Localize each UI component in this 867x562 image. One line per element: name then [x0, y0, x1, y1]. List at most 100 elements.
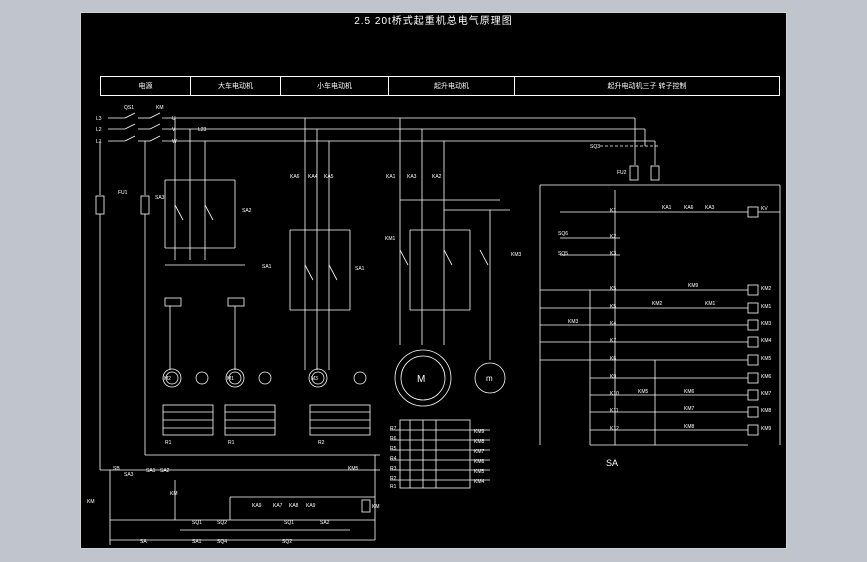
label-motor-m-small: m [486, 374, 493, 383]
label-motor-m3: M3 [311, 376, 318, 382]
label-km-main: KM [156, 105, 164, 111]
label-k3: K3 [610, 251, 616, 257]
label-coil-kv: KV [761, 206, 768, 212]
label-motor-m1: M1 [227, 376, 234, 382]
label-k5-b: K5 [610, 304, 616, 310]
label-k7: K7 [610, 338, 616, 344]
label-ctrl-ka6: KA6 [684, 205, 694, 211]
label-sa2: SA2 [242, 208, 252, 214]
label-k12: K12 [610, 426, 619, 432]
label-bus-u: U [172, 116, 176, 122]
label-k9: K9 [610, 374, 616, 380]
label-hoist-km6: KM6 [474, 459, 485, 465]
label-ctrl-km7: KM7 [684, 406, 695, 412]
label-sa: SA [606, 458, 618, 468]
drawing-canvas [80, 12, 787, 549]
label-bottom-km5: KM5 [348, 466, 359, 472]
label-hoist-km7: KM7 [474, 449, 485, 455]
label-bus-v: V [172, 127, 176, 133]
label-fu2: FU2 [617, 170, 627, 176]
label-l3: L3 [96, 116, 102, 122]
label-r1-b: R1 [228, 440, 235, 446]
label-km1: KM1 [385, 236, 396, 242]
label-ctrl-km9: KM9 [688, 283, 699, 289]
label-ctrl-km5: KM5 [638, 389, 649, 395]
label-bottom-sa2: SA2 [160, 468, 170, 474]
label-sa1-left: SA1 [262, 264, 272, 270]
label-coil-km3: KM3 [761, 321, 772, 327]
label-bottom-km-right: KM [372, 504, 380, 510]
label-bottom-ka9-b: KA9 [306, 503, 316, 509]
label-hoist-r1: R1 [390, 484, 397, 490]
label-ctrl-km3: KM3 [568, 319, 579, 325]
header-cell-hoist-motor: 起升电动机 [389, 77, 515, 95]
label-coil-km1: KM1 [761, 304, 772, 310]
label-k4: K4 [610, 321, 616, 327]
label-km3: KM3 [511, 252, 522, 258]
label-bottom-ka7: KA7 [273, 503, 283, 509]
label-k11: K11 [610, 408, 619, 414]
label-k2: K2 [610, 234, 616, 240]
label-ka4: KA4 [308, 174, 318, 180]
label-hoist-r3: R3 [390, 466, 397, 472]
label-ka6: KA6 [290, 174, 300, 180]
label-sa4: SA3 [155, 195, 165, 201]
label-ctrl-km6: KM6 [684, 389, 695, 395]
label-ctrl-ka1: KA1 [662, 205, 672, 211]
label-coil-km5: KM5 [761, 356, 772, 362]
label-hoist-r2: R2 [390, 476, 397, 482]
label-hoist-km8: KM8 [474, 439, 485, 445]
label-hoist-km5: KM5 [474, 469, 485, 475]
label-motor-m2: M2 [164, 376, 171, 382]
label-hoist-km4: KM4 [474, 479, 485, 485]
label-sa1-right: SA1 [355, 266, 365, 272]
label-bottom-ka8: KA8 [289, 503, 299, 509]
header-cell-hoist-rotor-control: 起升电动机三子 转子控制 [607, 83, 687, 90]
label-bottom-sa2-b: SA2 [320, 520, 330, 526]
label-k5-a: K5 [610, 286, 616, 292]
label-ka1: KA1 [386, 174, 396, 180]
header-cell-trolley-motor: 小车电动机 [281, 77, 389, 95]
label-bottom-sa: SA [140, 539, 147, 545]
label-l2: L2 [96, 127, 102, 133]
label-motor-m: M [417, 374, 425, 385]
label-bottom-sa3: SA3 [124, 472, 134, 478]
label-bottom-sq4: SQ4 [217, 539, 227, 545]
label-hoist-r4: R4 [390, 456, 397, 462]
label-sq5: SQ5 [558, 251, 568, 257]
label-k10: K10 [610, 391, 619, 397]
label-bottom-sa1: SA1 [146, 468, 156, 474]
label-ctrl-km8: KM8 [684, 424, 695, 430]
label-hoist-r5: R5 [390, 446, 397, 452]
header-bar: 电源 大车电动机 小车电动机 起升电动机 起升电动机三子 转子控制 [100, 76, 780, 96]
label-r2: R2 [318, 440, 325, 446]
label-fu1: FU1 [118, 190, 128, 196]
label-coil-km7: KM7 [761, 391, 772, 397]
label-bottom-sq1-a: SQ1 [192, 520, 202, 526]
label-ctrl-km1: KM1 [705, 301, 716, 307]
label-ctrl-ka3: KA3 [705, 205, 715, 211]
label-k6: K6 [610, 356, 616, 362]
label-sq3: SQ3 [590, 144, 600, 150]
label-hoist-r6: R6 [390, 436, 397, 442]
label-coil-km8: KM8 [761, 408, 772, 414]
label-ka3: KA3 [407, 174, 417, 180]
label-ctrl-km2: KM2 [652, 301, 663, 307]
label-k1: K1 [610, 208, 616, 214]
label-bottom-sq2-b: SQ2 [282, 539, 292, 545]
label-coil-km4: KM4 [761, 338, 772, 344]
label-l1: L1 [96, 139, 102, 145]
label-sq6: SQ6 [558, 231, 568, 237]
drawing-title: 2.5 20t桥式起重机总电气原理图 [354, 16, 513, 27]
label-bottom-sq1-b: SQ1 [284, 520, 294, 526]
label-coil-km9: KM9 [761, 426, 772, 432]
label-r1-a: R1 [165, 440, 172, 446]
label-ka2: KA2 [432, 174, 442, 180]
label-bus-w: W [172, 139, 177, 145]
label-hoist-r7: R7 [390, 426, 397, 432]
label-bottom-ka9-a: KA9 [252, 503, 262, 509]
header-cell-bridge-motor: 大车电动机 [191, 77, 281, 95]
label-coil-km6: KM6 [761, 374, 772, 380]
label-bottom-sb: SB [113, 466, 120, 472]
